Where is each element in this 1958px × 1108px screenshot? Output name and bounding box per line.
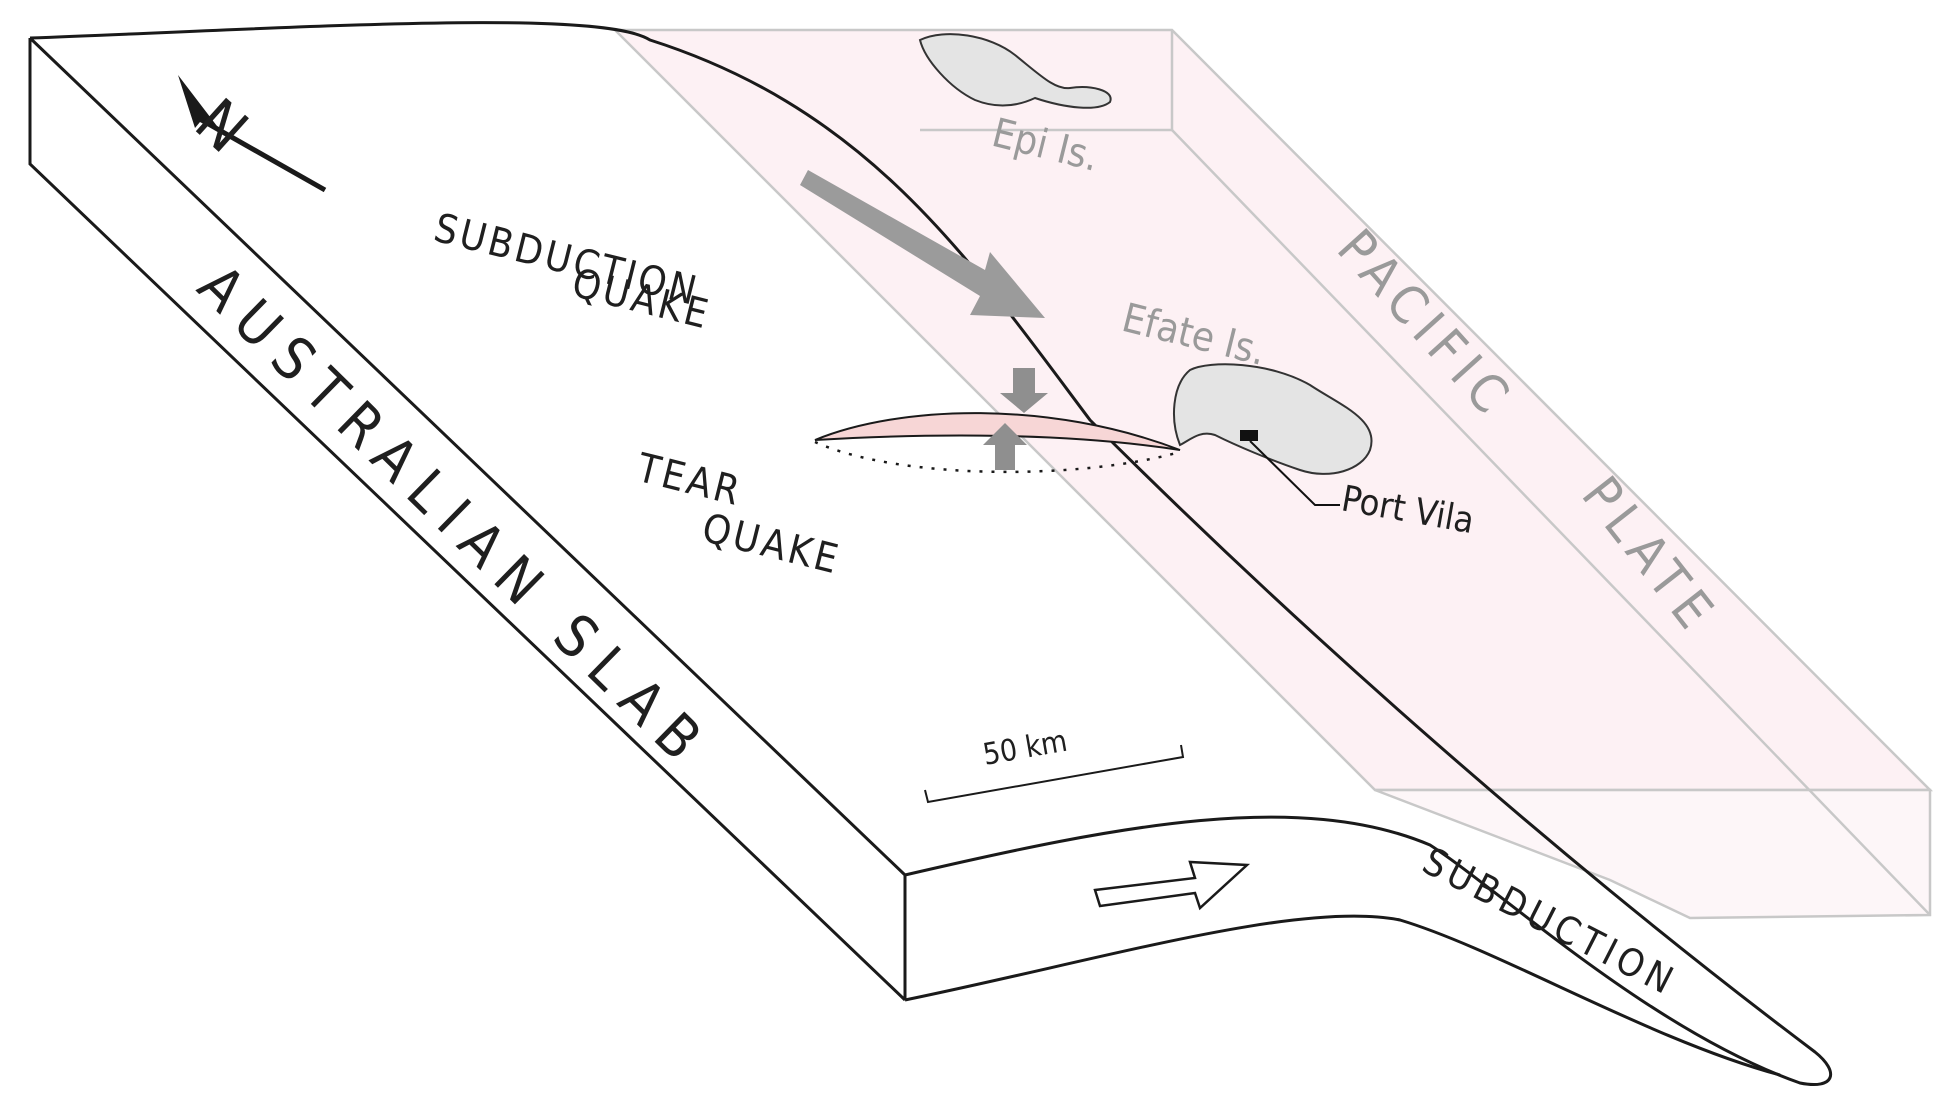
subduction-quake-arrow [800, 170, 1045, 318]
slab-top-edge [29, 21, 1833, 1086]
slab-front-bottom-edge [904, 914, 1781, 1077]
tear-quake-dotted-line [814, 440, 1181, 474]
pacific-plate-inner-edge [1171, 129, 1931, 916]
slab-top-surface [28, 23, 1820, 1065]
slab-left-edge [28, 38, 907, 1002]
port-vila-marker [1240, 430, 1258, 441]
north-arrow-head [178, 75, 220, 130]
tear-arrow-up [983, 423, 1027, 470]
epi-island [918, 33, 1112, 109]
subduction-direction-arrow [1093, 860, 1251, 911]
tear-arrow-down [1000, 368, 1048, 413]
efate-island [1173, 363, 1373, 475]
pacific-plate-front [1374, 788, 1932, 920]
scale-bar [924, 744, 1185, 804]
port-vila-leader [1249, 440, 1340, 506]
slab-top-left-edge [28, 36, 907, 877]
